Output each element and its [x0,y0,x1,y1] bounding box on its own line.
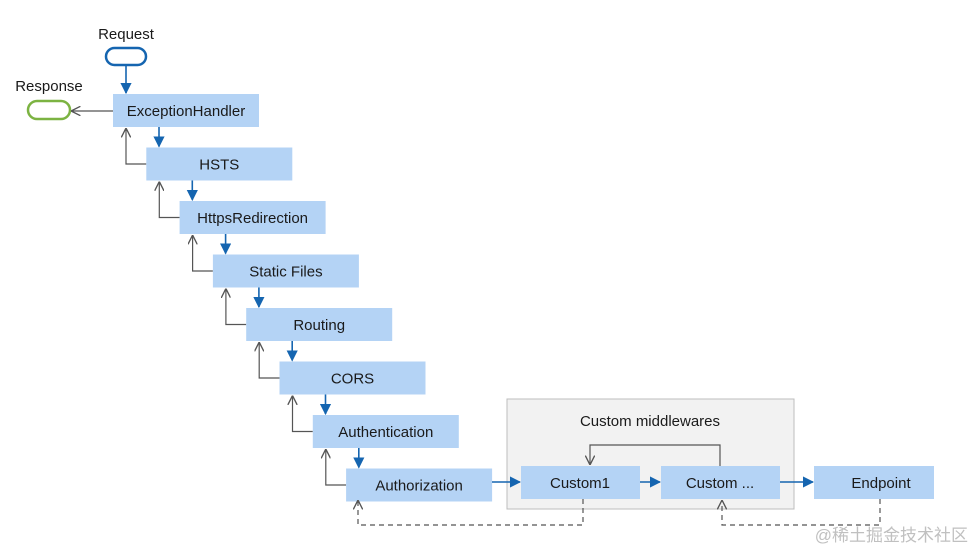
custom-loop-arrow [590,444,721,466]
pipeline-label-authorization: Authorization [375,478,463,495]
request-label: Request [98,26,155,43]
pipeline-return-arrow-6 [326,450,347,486]
custom-more-label: Custom ... [686,475,754,492]
pipeline-box-routing [246,308,393,341]
pipeline-box-authorization [346,468,493,502]
pipeline-label-static-files: Static Files [249,264,322,281]
pipeline-label-httpsredirection: HttpsRedirection [197,210,308,227]
pipeline-box-authentication [312,415,459,448]
pipeline-box-static-files [212,254,359,288]
custom-more-box [661,466,780,499]
endpoint-label: Endpoint [851,475,911,492]
request-pill [104,46,148,67]
pipeline-return-arrow-4 [259,343,280,379]
pipeline-label-exceptionhandler: ExceptionHandler [127,103,245,120]
response-pill [26,99,72,121]
pipeline-label-cors: CORS [331,371,374,388]
response-label: Response [15,78,83,95]
pipeline-box-httpsredirection [179,201,326,234]
pipeline-return-arrow-3 [226,290,247,326]
pipeline-return-arrow-0 [126,129,147,165]
pipeline-box-exceptionhandler [113,94,259,127]
endpoint-box [814,466,934,499]
custom1-label: Custom1 [550,475,610,492]
pipeline-return-arrow-1 [159,183,180,219]
pipeline-label-hsts: HSTS [199,157,239,174]
pipeline-box-hsts [146,147,293,181]
custom1-return-dashed [358,499,584,526]
endpoint-return-dashed [722,499,881,526]
watermark-text: @稀土掘金技术社区 [815,526,968,545]
custom-middlewares-title: Custom middlewares [580,413,720,430]
pipeline-return-arrow-2 [193,236,213,272]
pipeline-box-cors [279,361,426,395]
custom1-box [521,466,640,499]
pipeline-return-arrow-5 [293,397,313,433]
pipeline-label-routing: Routing [293,317,345,334]
pipeline-label-authentication: Authentication [338,424,433,441]
